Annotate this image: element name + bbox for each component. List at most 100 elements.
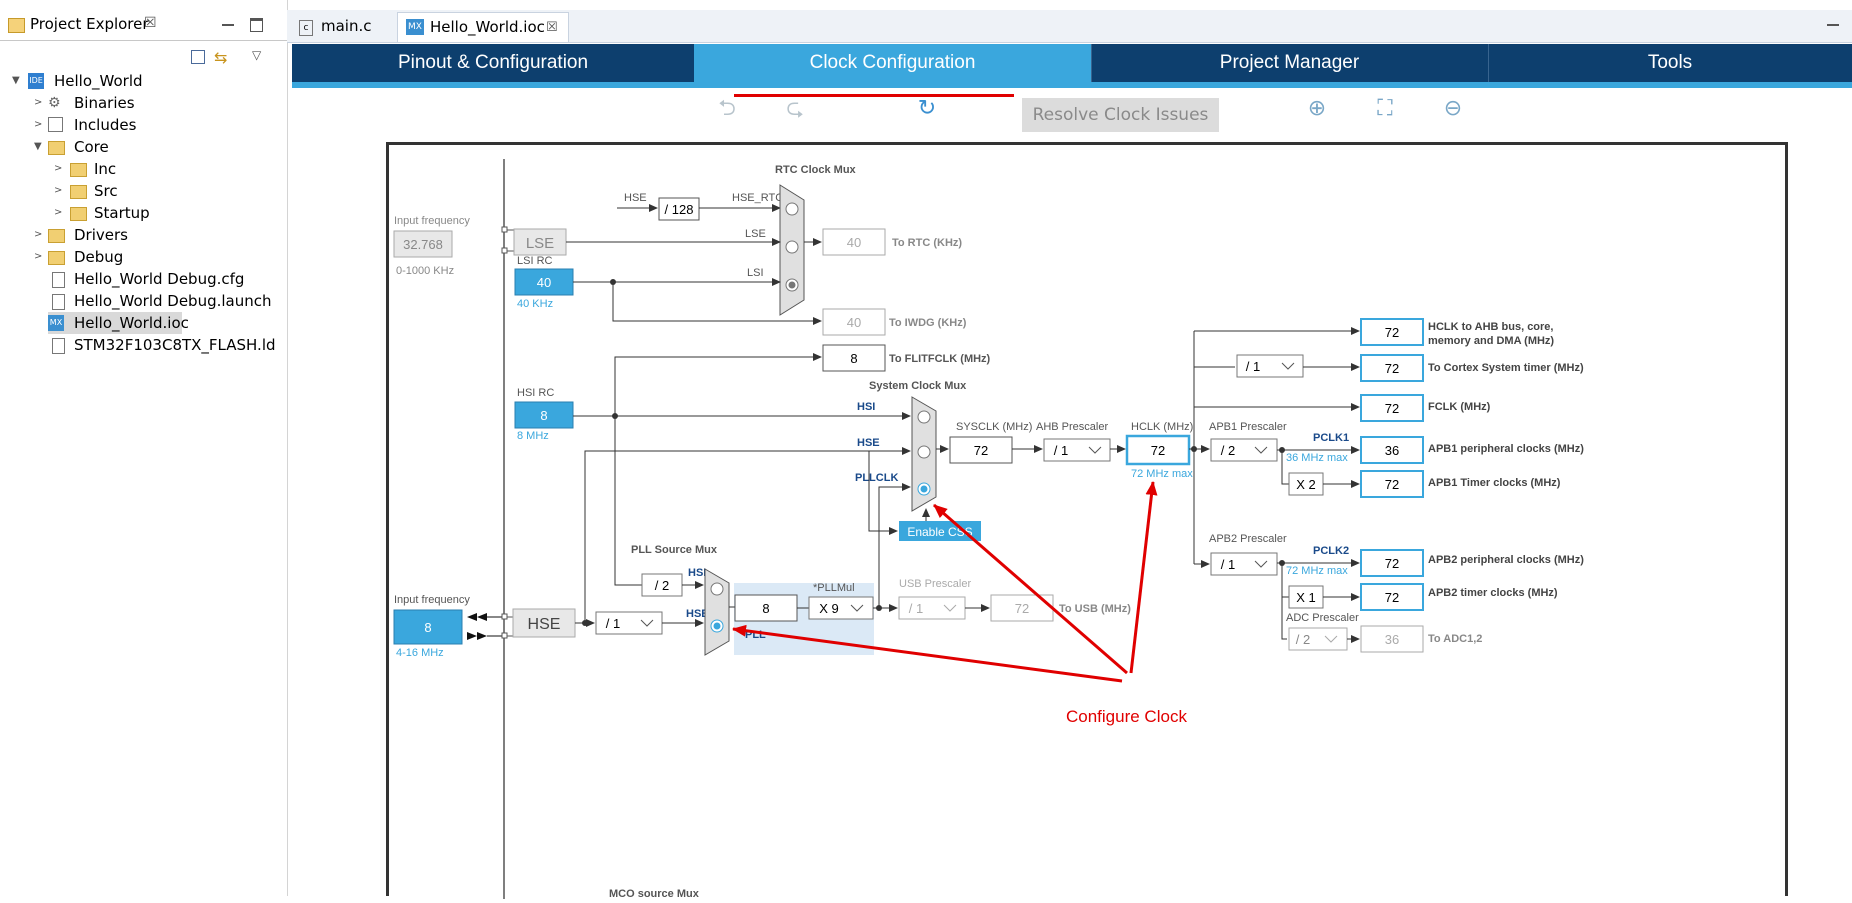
hsi-rc-box[interactable]	[514, 401, 574, 429]
div128-value: / 128	[665, 202, 694, 217]
apb2-timer-output-box[interactable]	[1360, 583, 1424, 611]
redo-icon[interactable]: ⮎	[786, 96, 804, 121]
chevron-down-icon[interactable]: ▼	[34, 141, 42, 152]
tree-inc[interactable]: > Inc	[54, 160, 117, 178]
undo-icon[interactable]: ⮌	[718, 96, 736, 121]
view-menu-icon[interactable]: ▽	[252, 48, 262, 62]
adc-output-label: To ADC1,2	[1428, 633, 1482, 645]
tab-underline	[292, 82, 1852, 88]
tree-debug-cfg[interactable]: Hello_World Debug.cfg	[0, 268, 287, 290]
file-icon	[52, 294, 65, 310]
tree-flash-ld[interactable]: STM32F103C8TX_FLASH.ld	[0, 334, 287, 356]
chevron-right-icon[interactable]: >	[34, 119, 43, 130]
sysmux-hsi-radio[interactable]	[917, 410, 931, 424]
apb2-peripheral-output-box[interactable]	[1360, 549, 1424, 577]
pllmux-hsi-radio[interactable]	[710, 582, 724, 596]
chevron-right-icon[interactable]: >	[54, 163, 63, 174]
tab-clock-configuration[interactable]: Clock Configuration	[694, 44, 1092, 82]
tree-debug-launch[interactable]: Hello_World Debug.launch	[0, 290, 287, 312]
pclk2-max: 72 MHz max	[1286, 565, 1348, 577]
hse-oscillator[interactable]	[512, 608, 576, 638]
lse-oscillator[interactable]	[513, 228, 567, 256]
pclk1-max: 36 MHz max	[1286, 452, 1348, 464]
tree-includes[interactable]: > Includes	[34, 116, 137, 134]
chevron-right-icon[interactable]: >	[34, 97, 43, 108]
ahb-prescaler-select[interactable]	[1043, 438, 1111, 462]
project-explorer-tab[interactable]: Project Explorer ☒	[0, 10, 287, 41]
tree-src[interactable]: > Src	[54, 182, 118, 200]
tree-binaries[interactable]: > ⚙ Binaries	[34, 94, 135, 112]
rtc-output-value: 40	[847, 235, 861, 250]
chevron-down-icon	[640, 619, 654, 627]
tree-drivers[interactable]: > Drivers	[34, 226, 128, 244]
apb1-peripheral-output-box[interactable]	[1360, 436, 1424, 464]
tab-pinout-configuration[interactable]: Pinout & Configuration	[292, 44, 695, 82]
hse-sysmux-wire	[584, 447, 911, 622]
apb2-prescaler-select[interactable]	[1210, 552, 1278, 576]
tree-project-hello-world[interactable]: ▼ IDE Hello_World	[12, 72, 143, 90]
sysmux-hse-radio[interactable]	[917, 445, 931, 459]
rtc-mux-lse-radio[interactable]	[785, 240, 799, 254]
hsi-flit-wire	[614, 353, 822, 416]
output-apb1-timer: 72 APB1 Timer clocks (MHz)	[1360, 470, 1561, 498]
lse-input-frequency-label: Input frequency	[394, 215, 470, 227]
rtc-mux-hse-radio[interactable]	[785, 202, 799, 216]
minimize-icon[interactable]	[222, 24, 234, 26]
tab-project-manager[interactable]: Project Manager	[1091, 44, 1489, 82]
chevron-right-icon[interactable]: >	[34, 251, 43, 262]
pll-source-mux[interactable]	[704, 568, 730, 656]
ahb-output-box[interactable]	[1360, 318, 1424, 346]
maximize-icon[interactable]	[250, 18, 263, 32]
hse-junction	[582, 620, 588, 626]
hse-oscillator-label: HSE	[528, 616, 561, 633]
hsi-rc-sub: 8 MHz	[517, 430, 549, 442]
cortex-output-box[interactable]	[1360, 354, 1424, 382]
chevron-right-icon[interactable]: >	[34, 229, 43, 240]
flitfclk-output-box[interactable]	[822, 344, 886, 372]
tab-main-c[interactable]: c main.c	[291, 12, 403, 41]
hclk-box[interactable]	[1125, 434, 1191, 466]
rtc-output-box[interactable]	[822, 228, 886, 256]
rtc-mux-lsi-selected	[788, 281, 796, 289]
lsi-rc-label: LSI RC	[517, 255, 553, 267]
lse-frequency-input[interactable]	[393, 230, 453, 258]
fclk-output-box[interactable]	[1360, 394, 1424, 422]
tree-startup[interactable]: > Startup	[54, 204, 150, 222]
close-icon[interactable]: ☒	[144, 15, 157, 31]
tab-hello-world-ioc[interactable]: MX Hello_World.ioc ☒	[397, 12, 569, 42]
apb1-timer-output-box[interactable]	[1360, 470, 1424, 498]
hse-frequency-input[interactable]	[393, 609, 463, 645]
flitfclk-output-label: To FLITFCLK (MHz)	[889, 353, 991, 365]
apb1-timer-multiplier-value: X 2	[1296, 477, 1316, 492]
hse-pin-top	[501, 613, 508, 620]
sysclk-box[interactable]	[949, 436, 1013, 464]
cortex-divider-select[interactable]	[1236, 354, 1304, 378]
lse-range: 0-1000 KHz	[396, 265, 454, 277]
binaries-icon: ⚙	[48, 95, 61, 111]
collapse-all-icon[interactable]	[191, 50, 205, 64]
resolve-clock-issues-button[interactable]: Resolve Clock Issues	[1022, 98, 1219, 132]
enable-css-label: Enable CSS	[907, 525, 972, 539]
tab-tools[interactable]: Tools	[1647, 52, 1693, 73]
minimize-icon[interactable]	[1827, 24, 1839, 26]
enable-css-button[interactable]	[899, 521, 981, 541]
link-editor-icon[interactable]: ⇆	[214, 48, 228, 67]
adc-output-box[interactable]	[1360, 625, 1424, 653]
zoom-out-icon[interactable]: ⊖	[1443, 96, 1463, 121]
zoom-in-icon[interactable]: ⊕	[1307, 96, 1327, 121]
fit-to-screen-icon[interactable]: ⛶	[1377, 96, 1393, 121]
chevron-right-icon[interactable]: >	[54, 207, 63, 218]
chevron-right-icon[interactable]: >	[54, 185, 63, 196]
tree-ioc[interactable]: MX Hello_World.ioc	[48, 312, 189, 334]
lsi-rc-sub: 40 KHz	[517, 298, 553, 310]
apb1-timer-output-label: APB1 Timer clocks (MHz)	[1428, 477, 1561, 489]
iwdg-output-box[interactable]	[822, 308, 886, 336]
refresh-icon[interactable]: ↻	[917, 96, 937, 121]
folder-icon	[70, 163, 87, 177]
sysclk-title: SYSCLK (MHz)	[956, 421, 1032, 433]
hsi-pll-wire	[614, 416, 642, 586]
tree-core[interactable]: ▼ Core	[34, 138, 109, 156]
close-icon[interactable]: ☒	[546, 20, 558, 35]
chevron-down-icon[interactable]: ▼	[12, 75, 20, 86]
tree-debug[interactable]: > Debug	[34, 248, 124, 266]
